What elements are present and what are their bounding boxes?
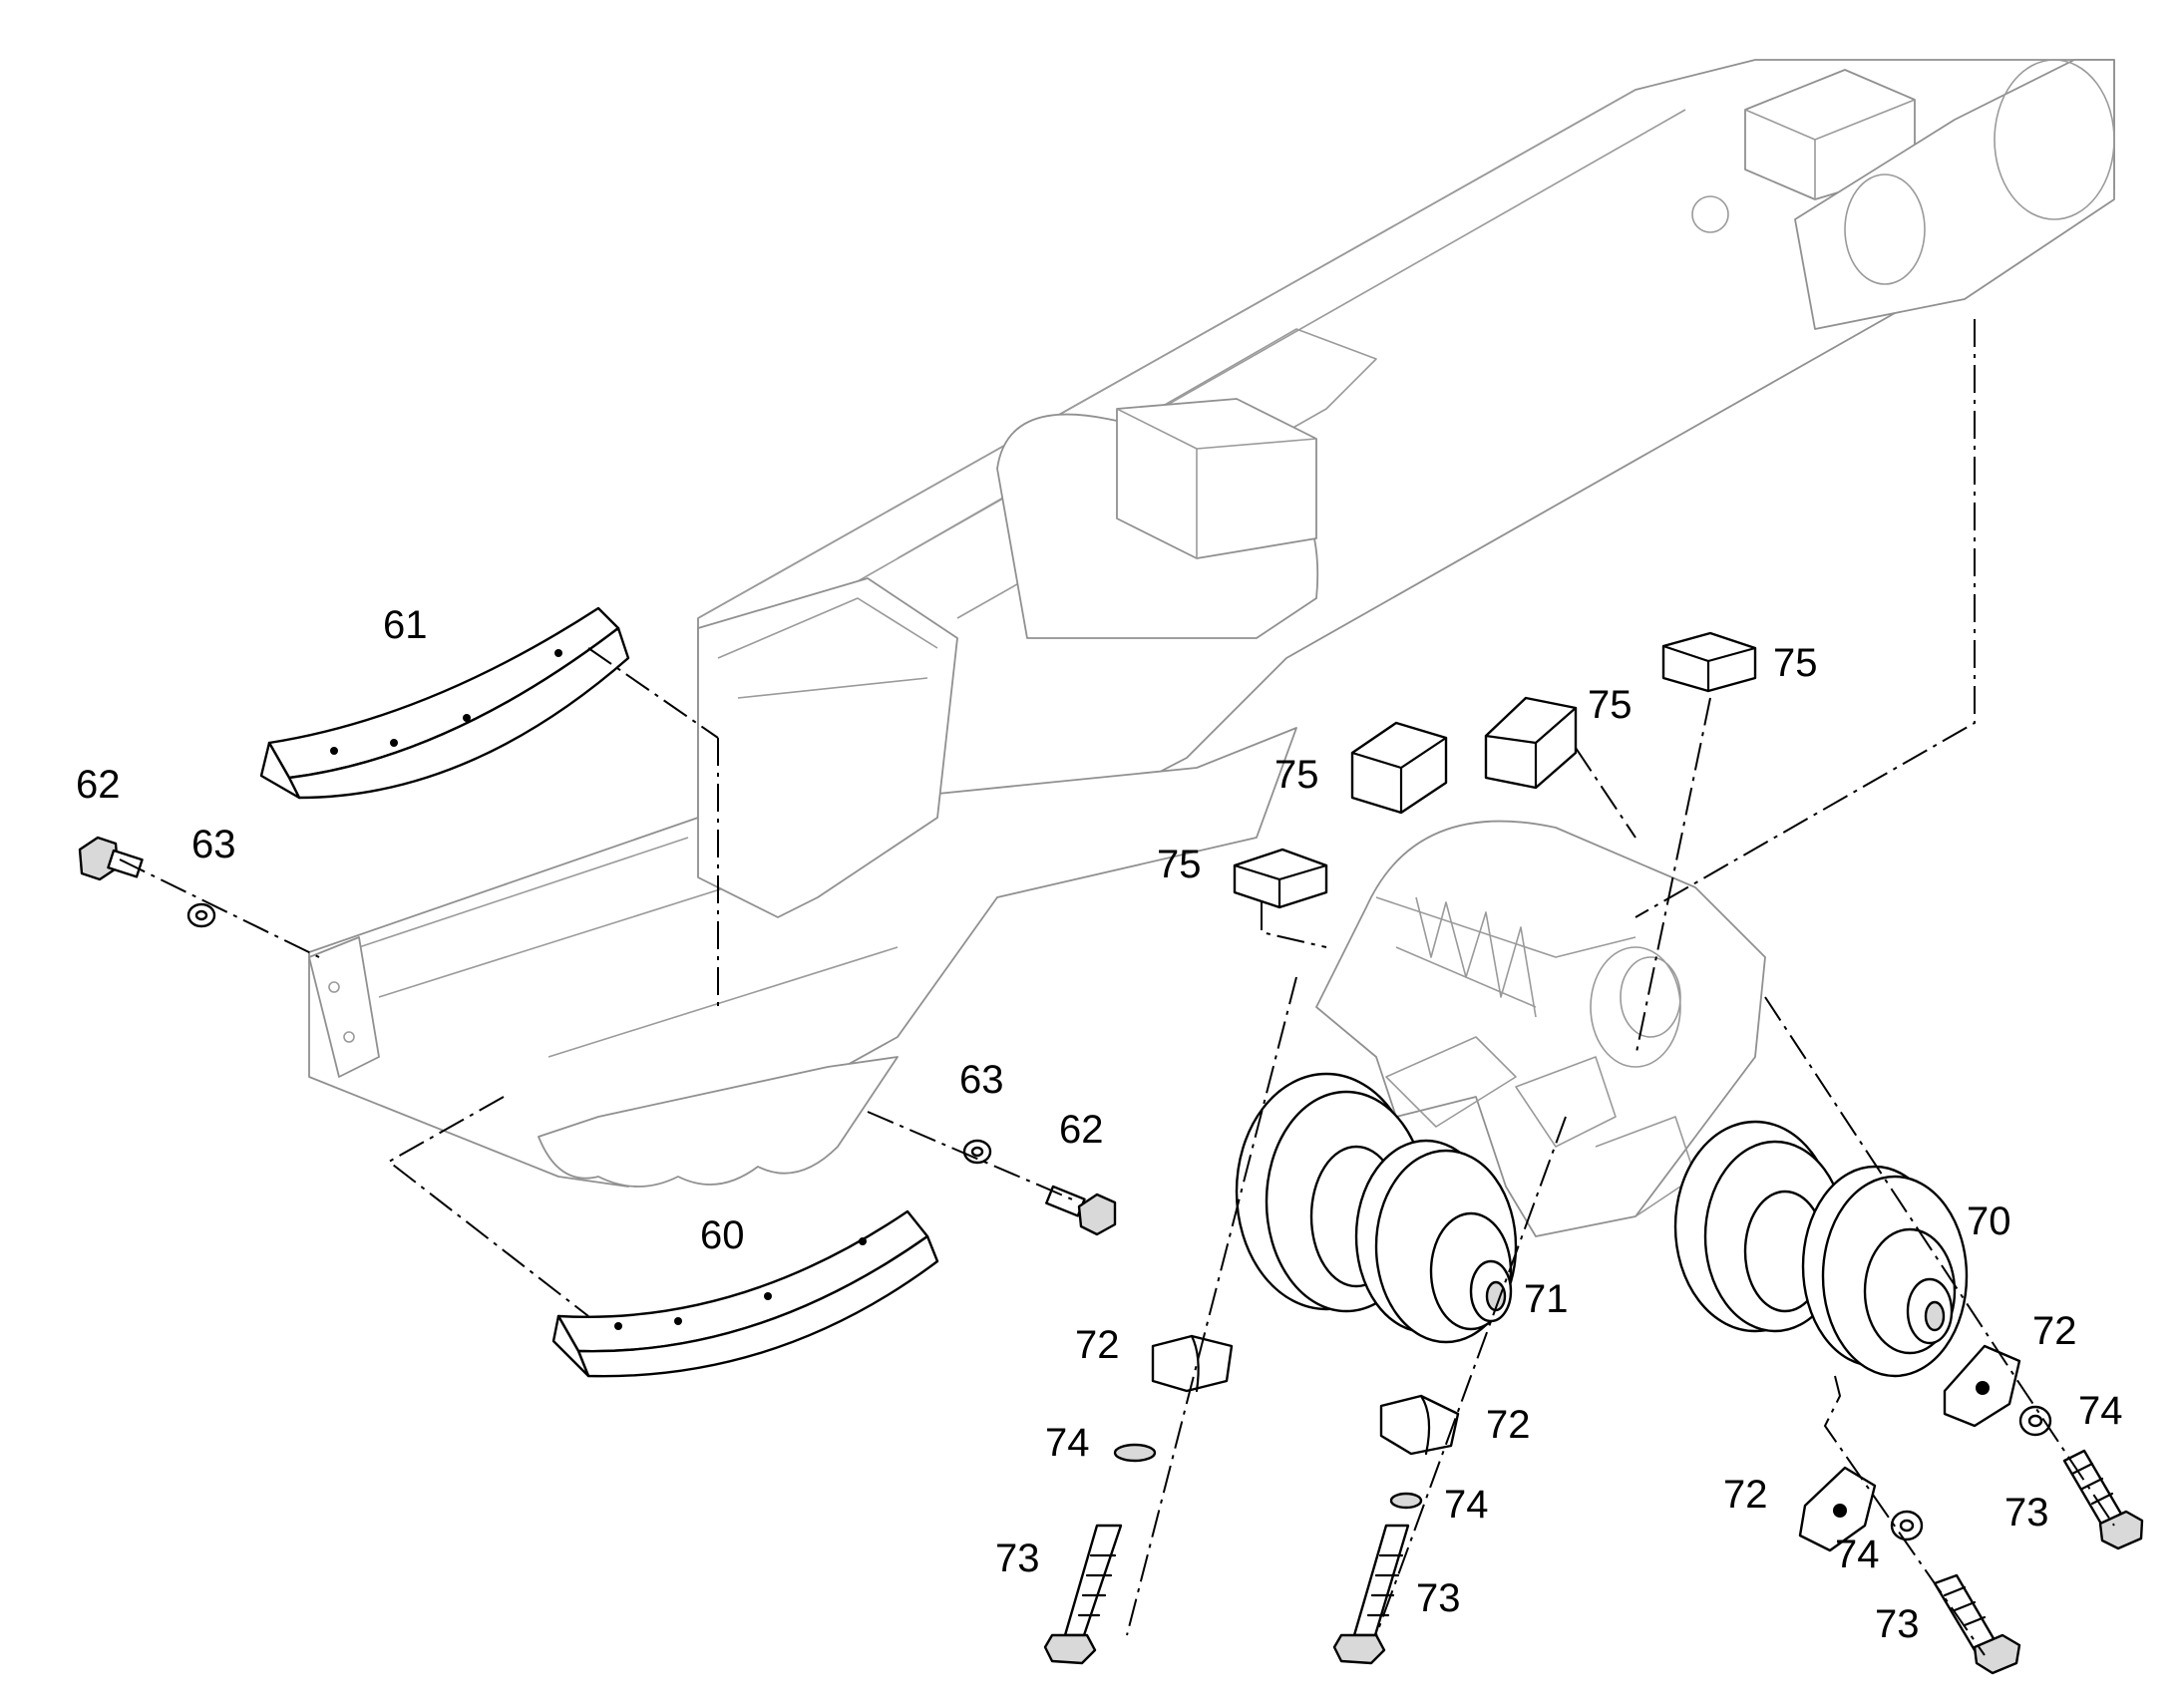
bolt-73-d (2062, 1449, 2144, 1550)
part-label-71: 71 (1524, 1277, 1569, 1321)
part-number-labels: 61 62 63 63 62 60 75 75 75 75 70 71 72 7… (76, 603, 2123, 1646)
part-label-74: 74 (2078, 1389, 2123, 1433)
part-label-75: 75 (1157, 843, 1202, 886)
block-75-c (1484, 696, 1578, 790)
block-75-a (1233, 848, 1328, 909)
part-label-62: 62 (1059, 1108, 1104, 1152)
roller-carrier (1315, 820, 1766, 1237)
part-label-70: 70 (1967, 1199, 2011, 1243)
clamp-72-b (1379, 1394, 1460, 1456)
part-label-60: 60 (700, 1213, 745, 1257)
part-label-75: 75 (1588, 683, 1633, 727)
washer-74-a (1113, 1443, 1157, 1463)
bolt-62-left (78, 836, 144, 881)
bolt-73-a (1043, 1524, 1123, 1665)
part-label-61: 61 (383, 603, 428, 647)
block-75-b (1350, 721, 1448, 815)
part-label-63: 63 (959, 1058, 1004, 1102)
part-label-72: 72 (1075, 1323, 1120, 1367)
part-label-73: 73 (2004, 1491, 2049, 1535)
part-label-72: 72 (2032, 1309, 2077, 1353)
roller-71 (1235, 1072, 1518, 1344)
part-label-72: 72 (1723, 1473, 1768, 1517)
part-label-73: 73 (995, 1537, 1040, 1580)
part-label-75: 75 (1274, 753, 1319, 797)
part-label-73: 73 (1416, 1576, 1461, 1620)
guard-60 (551, 1209, 939, 1378)
part-label-63: 63 (191, 823, 236, 866)
guard-61 (259, 606, 630, 800)
part-label-74: 74 (1444, 1483, 1489, 1527)
bolt-62-right (1045, 1185, 1117, 1236)
track-frame (308, 59, 2115, 1188)
part-label-62: 62 (76, 763, 121, 807)
part-label-74: 74 (1045, 1421, 1090, 1465)
leader-lines (119, 319, 2115, 1656)
bolt-73-b (1332, 1524, 1410, 1665)
block-75-d (1661, 631, 1757, 693)
part-label-75: 75 (1773, 641, 1818, 685)
part-label-74: 74 (1835, 1533, 1880, 1576)
washer-63-right (962, 1139, 992, 1165)
roller-70 (1673, 1120, 1969, 1378)
washer-63-left (186, 902, 216, 928)
washer-74-b (1389, 1492, 1423, 1510)
clamp-72-d (1943, 1344, 2021, 1428)
washer-74-d (2018, 1405, 2052, 1437)
clamp-72-c (1798, 1466, 1877, 1552)
clamp-72-a (1151, 1334, 1234, 1393)
washer-74-c (1890, 1510, 1924, 1541)
part-label-73: 73 (1875, 1602, 1920, 1646)
part-label-72: 72 (1486, 1403, 1531, 1447)
bolt-73-c (1933, 1573, 2021, 1675)
